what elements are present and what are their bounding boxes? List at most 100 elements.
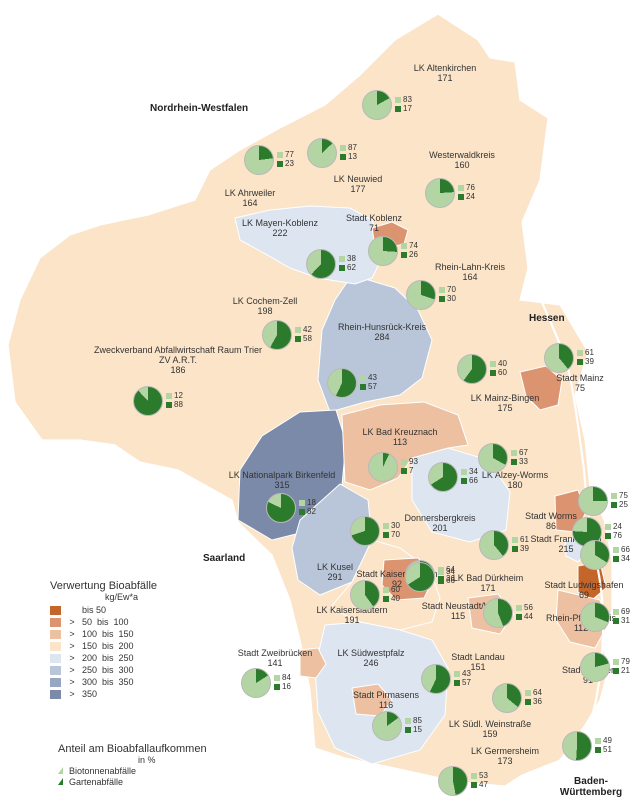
pie-chart — [479, 530, 509, 560]
garten-share: 26 — [409, 250, 418, 259]
region-name: Rhein-Hunsrück-Kreis — [337, 322, 427, 332]
bio-square — [605, 524, 611, 530]
bio-share: 60 — [391, 585, 400, 594]
garten-share: 15 — [413, 725, 422, 734]
garten-share: 34 — [621, 554, 630, 563]
bio-share: 84 — [282, 673, 291, 682]
bio-square — [383, 523, 389, 529]
garten-share: 16 — [282, 682, 291, 691]
bio-square — [613, 659, 619, 665]
garten-share: 13 — [348, 152, 357, 161]
garten-square — [340, 154, 346, 160]
pie-chart — [580, 652, 610, 682]
bio-share: 34 — [469, 467, 478, 476]
pie-chart — [368, 236, 398, 266]
bio-share: 38 — [347, 254, 356, 263]
bio-square — [613, 609, 619, 615]
garten-share: 62 — [347, 263, 356, 272]
bio-share: 42 — [303, 325, 312, 334]
bio-square — [458, 185, 464, 191]
region-value: 75 — [574, 383, 585, 393]
garten-square — [490, 370, 496, 376]
bio-square — [454, 671, 460, 677]
bio-square — [405, 718, 411, 724]
region-name: LK Alzey-Worms — [481, 470, 549, 480]
region-name: LK Cochem-Zell — [232, 296, 298, 306]
legend-gt: > — [69, 665, 75, 675]
region-name: Westerwaldkreis — [429, 150, 495, 160]
garten-share: 70 — [391, 530, 400, 539]
bio-square — [339, 256, 345, 262]
pie-chart — [478, 443, 508, 473]
region-name: LK Ahrweiler — [224, 188, 276, 198]
region-value: 284 — [374, 332, 390, 342]
region-value: 177 — [350, 184, 366, 194]
legend-row: > 250 bis 300 — [50, 664, 280, 676]
neighbor-hessen: Hessen — [529, 313, 565, 324]
pie-chart — [544, 343, 574, 373]
region-value: 69 — [578, 590, 589, 600]
bio-share: 76 — [466, 183, 475, 192]
region-name-2: ZV A.R.T. — [158, 355, 197, 365]
bio-share: 18 — [307, 498, 316, 507]
bio-share: 74 — [409, 241, 418, 250]
bio-share: 69 — [621, 607, 630, 616]
neighbor-saarland: Saarland — [203, 553, 246, 564]
garten-share: 88 — [174, 400, 183, 409]
garten-share: 57 — [462, 678, 471, 687]
legend-gt: > — [69, 617, 75, 627]
garten-square — [383, 596, 389, 602]
region-name: LK Kusel — [316, 562, 354, 572]
region-name: LK Mainz-Bingen — [470, 393, 540, 403]
pie-chart — [133, 386, 163, 416]
garten-share: 60 — [498, 368, 507, 377]
garten-square — [461, 478, 467, 484]
region-value: 171 — [437, 73, 453, 83]
pie-chart — [244, 145, 274, 175]
bio-share: 87 — [348, 143, 357, 152]
bio-share: 67 — [519, 448, 528, 457]
region-value: 113 — [392, 437, 408, 447]
region-name: LK Südl. Weinstraße — [448, 719, 532, 729]
bio-square — [401, 243, 407, 249]
region-value: 92 — [391, 579, 403, 589]
bio-share: 93 — [409, 457, 418, 466]
legend-swatch — [50, 641, 61, 651]
garten-square — [405, 727, 411, 733]
garten-square — [512, 546, 518, 552]
region-name: Stadt Mainz — [556, 373, 604, 383]
region-name: LK Nationalpark Birkenfeld — [228, 470, 336, 480]
neighbor-bw-text: Baden-Württemberg — [559, 776, 623, 798]
legend-range: 250 bis 300 — [77, 665, 134, 675]
garten-square — [613, 618, 619, 624]
garten-square — [605, 533, 611, 539]
bio-share: 34 — [446, 567, 455, 576]
legend-gt: > — [69, 653, 75, 663]
region-name: LK Kaiserslautern — [316, 605, 388, 615]
garten-square — [360, 384, 366, 390]
garten-square — [339, 265, 345, 271]
legend-row: > 200 bis 250 — [50, 652, 280, 664]
pie-chart — [580, 602, 610, 632]
bio-square — [383, 587, 389, 593]
pie-chart — [368, 452, 398, 482]
pie-chart — [327, 368, 357, 398]
region-name: LK Bad Kreuznach — [362, 427, 438, 437]
pie-chart — [372, 711, 402, 741]
bio-share: 56 — [524, 603, 533, 612]
pie-legend-title: Anteil am Bioabfallaufkommen — [58, 743, 207, 755]
pie-chart — [350, 580, 380, 610]
bio-square — [395, 97, 401, 103]
bio-square — [360, 375, 366, 381]
region-name: LK Neuwied — [333, 174, 383, 184]
legend-row: > 150 bis 200 — [50, 640, 280, 652]
